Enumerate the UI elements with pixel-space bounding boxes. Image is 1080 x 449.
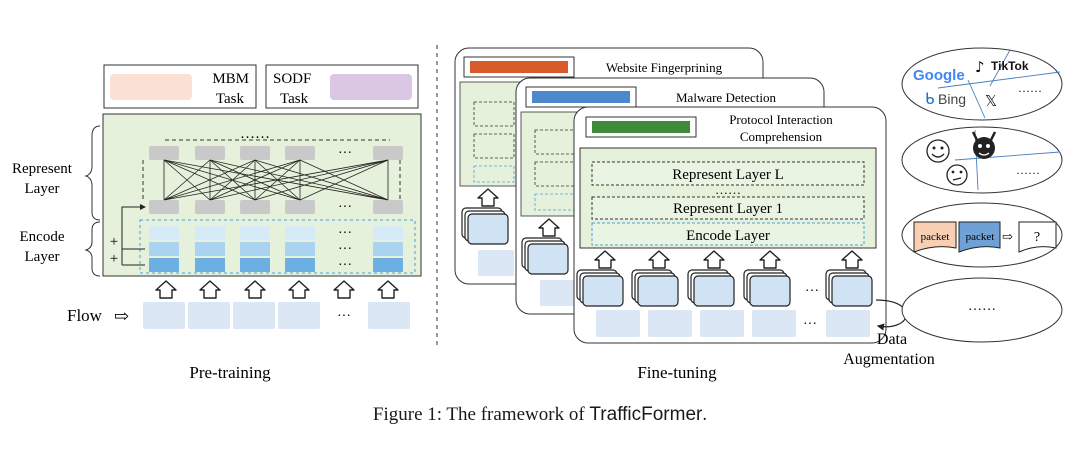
caption-prefix: Figure 1: The framework of (372, 404, 590, 425)
bing-icon: ᑲ (925, 90, 934, 108)
attention-lines (163, 159, 389, 201)
sodf-task-box: SODF Task (265, 64, 419, 109)
mbm-task-box: MBM Task (103, 64, 257, 109)
encode-label-line2: Layer (25, 249, 60, 265)
encode-label-line1: Encode (20, 229, 65, 245)
plus-sign-1: + (110, 234, 118, 250)
protocol-ellipse: packet packet ⇨ ? (901, 202, 1063, 268)
packet-2-label: packet (966, 231, 995, 243)
more-ellipsis: …… (968, 299, 996, 314)
packet-1-label: packet (921, 231, 950, 243)
represent-layer-1: Represent Layer 1 (673, 201, 783, 217)
flow-packets (143, 302, 410, 329)
flow-ellipsis: ··· (337, 309, 351, 324)
pretraining-ellipsis-top: …… (240, 126, 270, 142)
tiktok-icon: ♪ (975, 58, 985, 76)
malware-ellipse: …… (901, 126, 1063, 194)
smile-face-icon (926, 139, 950, 163)
pretraining-up-arrows (155, 280, 399, 299)
represent-ellipsis-bottom: ··· (338, 200, 352, 215)
encode-ellipsis-3: ··· (338, 258, 352, 273)
finetuning-panel: Website Fingerprining Malware Detection (454, 47, 935, 382)
figure-caption: Figure 1: The framework of TrafficFormer… (0, 404, 1080, 426)
represent-layer-L: Represent Layer L (672, 167, 784, 183)
pretraining-panel: MBM Task SODF Task …… ··· (12, 64, 422, 382)
worried-face-icon (946, 164, 968, 186)
augmentation-label-line1: Data (877, 331, 907, 348)
malware-title: Malware Detection (676, 90, 776, 105)
input-ellipsis: ··· (803, 317, 817, 332)
caption-suffix: . (702, 404, 708, 425)
websites-ellipsis: …… (1018, 81, 1042, 95)
protocol-title-line1: Protocol Interaction (729, 112, 833, 127)
website-title: Website Fingerprining (606, 60, 723, 75)
encode-layer: Encode Layer (686, 228, 770, 244)
sodf-task-line1: SODF (273, 71, 311, 87)
represent-ellipsis-top: ··· (338, 146, 352, 161)
represent-brace (84, 125, 101, 221)
augmented-ellipsis: ··· (805, 284, 819, 299)
google-logo: Google (913, 67, 965, 84)
mbm-task-line1: MBM (212, 71, 249, 87)
websites-ellipse: Google ♪ TikTok ᑲ Bing 𝕏 …… (901, 47, 1063, 121)
mbm-task-line2: Task (216, 91, 245, 107)
malware-ellipsis: …… (1016, 163, 1040, 177)
protocol-input-packets (596, 310, 870, 337)
layer-ellipsis: …… (715, 182, 741, 197)
represent-label-line2: Layer (25, 181, 60, 197)
packet-1-shape (913, 221, 957, 253)
malware-color-bar (532, 91, 630, 103)
tiktok-logo: TikTok (991, 59, 1029, 73)
unknown-packet-shape (1018, 221, 1057, 253)
x-logo-icon: 𝕏 (985, 92, 997, 110)
represent-gray-row-top (149, 146, 403, 160)
protocol-title-line2: Comprehension (740, 129, 823, 144)
sodf-task-line2: Task (280, 91, 309, 107)
mbm-task-swatch (110, 74, 192, 100)
applications: Google ♪ TikTok ᑲ Bing 𝕏 …… (901, 47, 1063, 343)
represent-label-line1: Represent (12, 161, 73, 177)
flow-arrow-icon: ⇨ (114, 306, 129, 326)
encode-ellipsis-1: ··· (338, 226, 352, 241)
flow-label: Flow (67, 306, 103, 325)
pretraining-section-label: Pre-training (189, 363, 271, 382)
packet-2-shape (958, 221, 1001, 253)
finetuning-section-label: Fine-tuning (637, 363, 717, 382)
bing-logo: Bing (938, 91, 966, 107)
finetune-card-protocol: Protocol Interaction Comprehension Repre… (573, 106, 887, 344)
caption-name: TrafficFormer (589, 404, 703, 425)
augmentation-label-line2: Augmentation (843, 351, 935, 368)
website-color-bar (470, 61, 568, 73)
unknown-packet-label: ? (1034, 230, 1040, 245)
traffic-former-diagram: MBM Task SODF Task …… ··· (12, 45, 1063, 382)
protocol-color-bar (592, 121, 690, 133)
more-ellipse: …… (901, 277, 1063, 343)
packet-arrow-icon: ⇨ (1002, 229, 1013, 244)
encode-token-stacks (149, 226, 403, 272)
plus-sign-2: + (110, 251, 118, 267)
devil-face-icon (971, 131, 997, 159)
encode-ellipsis-2: ··· (338, 242, 352, 257)
sodf-task-swatch (330, 74, 412, 100)
represent-gray-row-bottom (149, 200, 403, 214)
encode-brace (84, 221, 101, 277)
